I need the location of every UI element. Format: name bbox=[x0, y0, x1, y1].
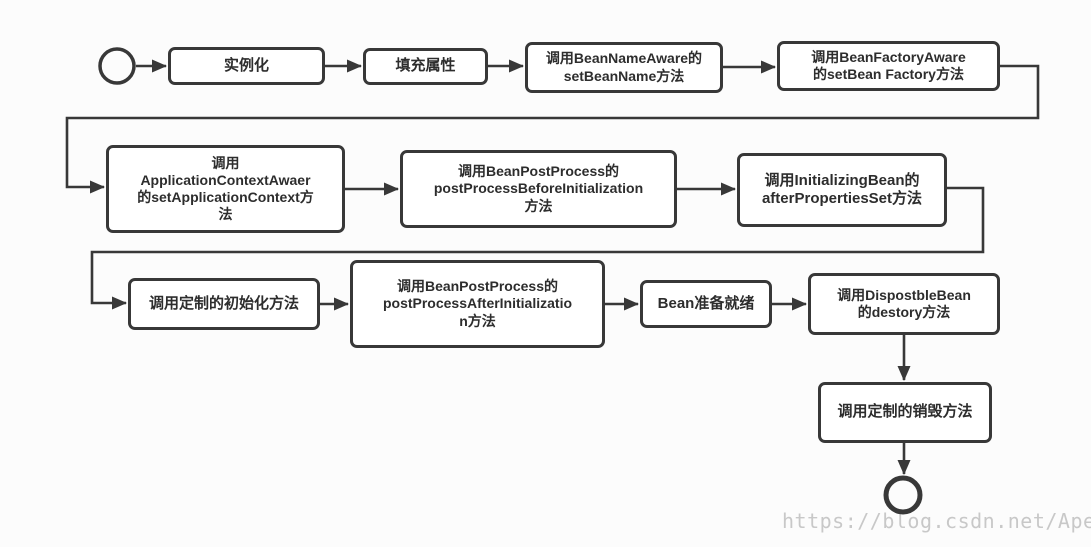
node-post-process-before-init: 调用BeanPostProcess的 postProcessBeforeInit… bbox=[400, 150, 677, 228]
watermark-url: https://blog.csdn.net/Apeopl bbox=[782, 509, 1091, 533]
node-post-process-after-init: 调用BeanPostProcess的 postProcessAfterIniti… bbox=[350, 260, 605, 348]
node-instantiate: 实例化 bbox=[168, 47, 325, 85]
node-populate-properties: 填充属性 bbox=[363, 48, 488, 85]
node-initializing-bean: 调用InitializingBean的 afterPropertiesSet方法 bbox=[737, 153, 947, 227]
node-custom-destroy: 调用定制的销毁方法 bbox=[818, 382, 992, 443]
start-circle bbox=[98, 47, 136, 85]
end-circle bbox=[883, 475, 923, 515]
node-custom-init: 调用定制的初始化方法 bbox=[128, 278, 320, 330]
node-disposable-bean: 调用DispostbleBean 的destory方法 bbox=[808, 273, 1000, 335]
node-application-context-aware: 调用 ApplicationContextAwaer 的setApplicati… bbox=[106, 145, 345, 233]
node-bean-factory-aware: 调用BeanFactoryAware 的setBean Factory方法 bbox=[777, 41, 1000, 91]
node-bean-name-aware: 调用BeanNameAware的 setBeanName方法 bbox=[525, 42, 723, 93]
node-bean-ready: Bean准备就绪 bbox=[640, 280, 772, 328]
